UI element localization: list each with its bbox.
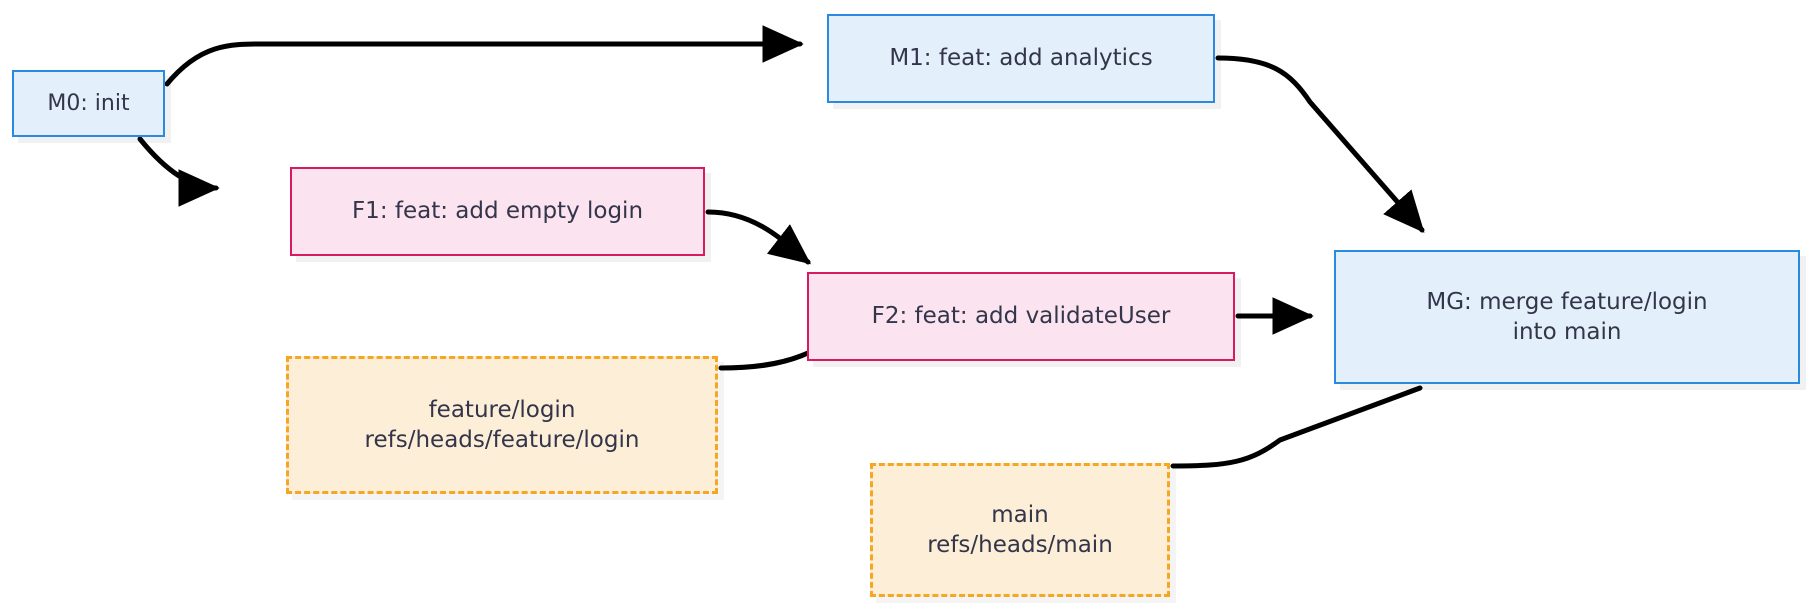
graph-node-m1[interactable]: M1: feat: add analytics	[827, 14, 1215, 103]
graph-node-m0[interactable]: M0: init	[12, 70, 165, 137]
graph-edge-m0-to-m1	[164, 25, 804, 87]
graph-node-f1[interactable]: F1: feat: add empty login	[290, 167, 705, 256]
graph-edge-f1-to-f2	[705, 209, 811, 265]
graph-node-label: main refs/heads/main	[927, 501, 1113, 558]
graph-node-label: F2: feat: add validateUser	[871, 303, 1171, 330]
graph-node-label: M0: init	[47, 90, 130, 116]
graph-node-ref-feature[interactable]: feature/login refs/heads/feature/login	[286, 356, 718, 494]
graph-node-label: M1: feat: add analytics	[889, 45, 1153, 72]
graph-node-ref-main[interactable]: main refs/heads/main	[870, 463, 1170, 597]
graph-edge-ref-main-to-mg	[1170, 385, 1423, 469]
graph-edge-m0-to-f1	[137, 136, 220, 207]
graph-node-label: MG: merge feature/login into main	[1426, 288, 1708, 345]
graph-node-label: F1: feat: add empty login	[351, 198, 644, 225]
graph-edge-m1-to-mg	[1215, 55, 1425, 233]
graph-node-f2[interactable]: F2: feat: add validateUser	[807, 272, 1235, 361]
graph-node-label: feature/login refs/heads/feature/login	[364, 396, 640, 453]
graph-node-mg[interactable]: MG: merge feature/login into main	[1334, 250, 1800, 384]
